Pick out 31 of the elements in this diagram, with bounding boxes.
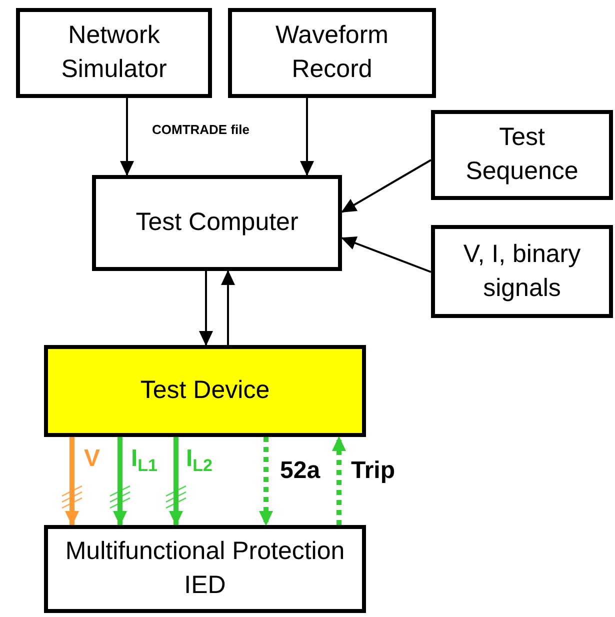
- box-label: Waveform Record: [274, 20, 390, 85]
- edge-label: 52a: [280, 459, 320, 483]
- arrow: [221, 270, 235, 345]
- arrow: [199, 271, 213, 346]
- arrow: [341, 159, 432, 213]
- arrow: [300, 98, 314, 176]
- edge-label: Trip: [351, 459, 396, 483]
- process-box: [228, 8, 436, 98]
- box-label: V, I, binary signals: [462, 238, 582, 304]
- box-label: Network Simulator: [60, 20, 168, 85]
- edge-label: I$_{L2}$: [186, 447, 213, 474]
- edge-label: V: [84, 447, 100, 471]
- process-box: [431, 110, 613, 200]
- annotation-label: COMTRADE file: [152, 122, 250, 137]
- box-label: Test Sequence: [464, 122, 580, 187]
- edge-label: I$_{L1}$: [131, 447, 158, 474]
- process-box: [44, 525, 366, 613]
- arrow: [62, 437, 82, 526]
- arrow: [166, 437, 186, 526]
- arrow: [259, 437, 273, 526]
- arrow: [120, 98, 134, 176]
- arrow: [332, 436, 346, 525]
- box-label: Test Device: [139, 375, 271, 406]
- process-box: [92, 175, 342, 271]
- box-label: Multifunctional Protection IED: [64, 536, 346, 601]
- process-box: [44, 345, 366, 437]
- arrow: [341, 236, 432, 273]
- box-label: Test Computer: [134, 207, 300, 238]
- arrow: [110, 437, 130, 526]
- process-box: [431, 225, 613, 318]
- process-box: [16, 8, 212, 98]
